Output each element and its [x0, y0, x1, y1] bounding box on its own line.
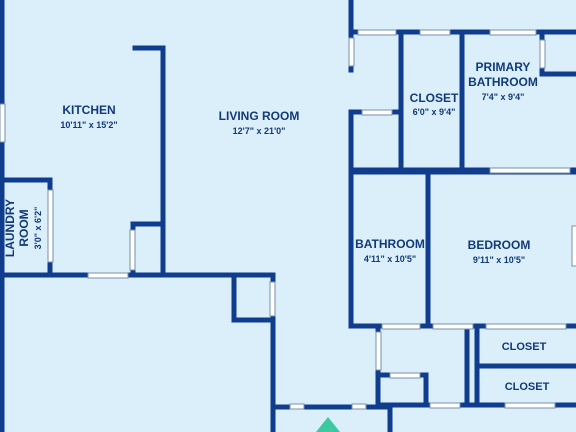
bathroom-dims: 4'11" x 10'5"	[364, 254, 416, 264]
laundry-label: LAUNDRY ROOM 3'0" x 6'2"	[3, 199, 43, 257]
bedroom-name: BEDROOM	[468, 238, 531, 252]
primary-bathroom-line2: BATHROOM	[468, 75, 538, 89]
primary-bathroom-dims: 7'4" x 9'4"	[482, 92, 525, 102]
living-room-name: LIVING ROOM	[219, 109, 300, 123]
laundry-dims: 3'0" x 6'2"	[33, 207, 43, 250]
living-room-dims: 12'7" x 21'0"	[233, 126, 286, 136]
bathroom-name: BATHROOM	[355, 237, 425, 251]
primary-bathroom-line1: PRIMARY	[476, 60, 531, 74]
laundry-name-line1: LAUNDRY	[3, 199, 17, 257]
closet-top-dims: 6'0" x 9'4"	[413, 107, 456, 117]
closet-right-2-name: CLOSET	[505, 381, 550, 393]
closet-top-name: CLOSET	[410, 91, 459, 105]
kitchen-name: KITCHEN	[62, 103, 115, 117]
closet-right-1-name: CLOSET	[502, 341, 547, 353]
bedroom-dims: 9'11" x 10'5"	[473, 255, 525, 265]
windows	[0, 29, 576, 410]
kitchen-dims: 10'11" x 15'2"	[60, 120, 117, 130]
entry-marker-icon	[316, 417, 340, 432]
laundry-name-line2: ROOM	[17, 209, 31, 246]
